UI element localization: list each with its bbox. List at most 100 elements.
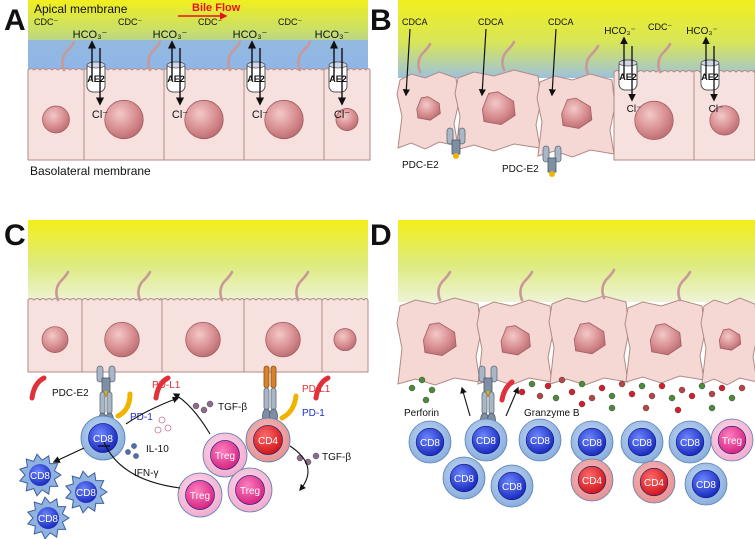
primary-cilium-d2 — [601, 268, 616, 300]
granzyme-dot-10 — [608, 392, 616, 400]
primary-cilium-b2 — [585, 44, 600, 76]
pd-l1-upregulation-arrow — [125, 396, 180, 425]
damaged-nucleus — [481, 91, 516, 126]
pdc-epitope — [453, 153, 459, 159]
cd8-t-cell-d1: CD8 — [464, 418, 508, 462]
cd8-t-cell-d5: CD8 — [668, 420, 712, 464]
ae2-label: AE2 — [619, 72, 637, 82]
damaged-nucleus — [718, 328, 742, 351]
cholangiocyte-c3 — [243, 298, 323, 373]
pdc-chain — [446, 127, 454, 145]
damaged-cholangiocyte-d2 — [548, 295, 630, 386]
healthy-cell-3 — [613, 70, 695, 161]
granzyme-dot-17 — [678, 386, 686, 394]
nucleus — [41, 326, 69, 353]
perforin-dot-2 — [428, 386, 436, 394]
primary-cilium-c3 — [295, 270, 310, 302]
cdc-label-b: CDC⁻ — [648, 22, 672, 32]
damaged-cell-1 — [454, 69, 542, 152]
cytokine-dot — [206, 400, 214, 408]
cholangiocyte-c1 — [81, 298, 163, 373]
receptor-chain — [99, 391, 106, 415]
nucleus — [185, 321, 221, 358]
primary-cilium-d1 — [519, 270, 534, 302]
receptor-chain — [263, 387, 270, 411]
cdca-label-0: CDCA — [402, 17, 428, 27]
cell-nucleus — [691, 469, 721, 499]
pd-l1-label-c: PD-L1 — [152, 380, 181, 391]
nucleus — [333, 328, 357, 352]
cell-label: Treg — [722, 436, 742, 447]
hco3-label: HCO₃⁻ — [233, 29, 268, 41]
cholangiocyte-c2 — [161, 298, 245, 373]
pdc-label-0: PDC-E2 — [402, 160, 439, 171]
cdca-entry-arrow — [548, 28, 557, 97]
pdc-stem — [483, 377, 493, 393]
pd-l1-ligand-0 — [29, 375, 47, 401]
damaged-cholangiocyte-d1 — [476, 299, 554, 386]
cell-nucleus — [185, 480, 215, 510]
granzyme-dot-11 — [618, 380, 626, 388]
nucleus — [104, 321, 140, 358]
ifn-gamma-label: IFN-γ — [134, 468, 158, 479]
nucleus — [634, 100, 674, 140]
cell-nucleus — [497, 471, 527, 501]
cell-label: CD8 — [502, 482, 522, 493]
nucleus — [184, 99, 224, 140]
tgf-beta-label-0: TGF-β — [218, 402, 247, 413]
granzyme-dot-5 — [558, 376, 566, 384]
cytokine-dot — [125, 449, 131, 455]
primary-cilium-2 — [227, 40, 242, 72]
cholangiocyte-c0 — [27, 298, 83, 373]
apical-membrane-label: Apical membrane — [34, 2, 128, 16]
pd-1-receptor — [115, 391, 133, 419]
hco3-label: HCO₃⁻ — [153, 29, 188, 41]
cdc-label-2: CDC⁻ — [198, 17, 222, 27]
hco3-label: HCO₃⁻ — [604, 26, 636, 37]
granzyme-dot-0 — [518, 388, 526, 396]
pdc-chain — [478, 365, 486, 383]
granzyme-b-label: Granzyme B — [524, 408, 580, 419]
pdc-chain — [108, 365, 116, 383]
perforin-release-arrow — [460, 386, 471, 417]
nucleus — [42, 105, 70, 134]
granzyme-dot-2 — [536, 392, 544, 400]
cell-label: CD8 — [476, 436, 496, 447]
cell-nucleus — [210, 440, 240, 470]
cell-label: CD8 — [30, 471, 50, 482]
granzyme-dot-20 — [708, 390, 716, 398]
cell-nucleus — [253, 425, 283, 455]
hco3-label: HCO₃⁻ — [73, 29, 108, 41]
primary-cilium-3 — [297, 40, 312, 72]
cd8-t-cell-d4: CD8 — [620, 420, 664, 464]
receptor-chain — [263, 365, 270, 389]
damaged-nucleus — [561, 97, 593, 129]
cd8-t-cell-d0: CD8 — [408, 420, 452, 464]
granzyme-dot-3 — [544, 382, 552, 390]
receptor-chain — [270, 387, 277, 411]
granzyme-dot-21 — [718, 384, 726, 392]
primary-cilium-d3 — [677, 270, 692, 302]
damaged-nucleus — [416, 96, 441, 121]
cdca-entry-arrow — [478, 28, 487, 97]
pd-l1-ligand-2 — [313, 375, 331, 401]
ae2-label: AE2 — [329, 74, 347, 84]
cell-label: CD8 — [93, 434, 113, 445]
il-10-label: IL-10 — [146, 444, 169, 455]
granzyme-dot-16 — [668, 394, 676, 402]
cell-label: CD8 — [680, 438, 700, 449]
cd4-t-cell-d9: CD4 — [632, 460, 676, 504]
ae2-label: AE2 — [167, 74, 185, 84]
cd8-t-cell-d3: CD8 — [570, 420, 614, 464]
ae2-label: AE2 — [247, 74, 265, 84]
damaged-nucleus — [422, 322, 457, 357]
granzyme-dot-14 — [648, 392, 656, 400]
nucleus — [264, 99, 304, 140]
hco3-label: HCO₃⁻ — [686, 26, 718, 37]
cell-nucleus — [627, 427, 657, 457]
primary-cilium-b3 — [657, 42, 672, 74]
